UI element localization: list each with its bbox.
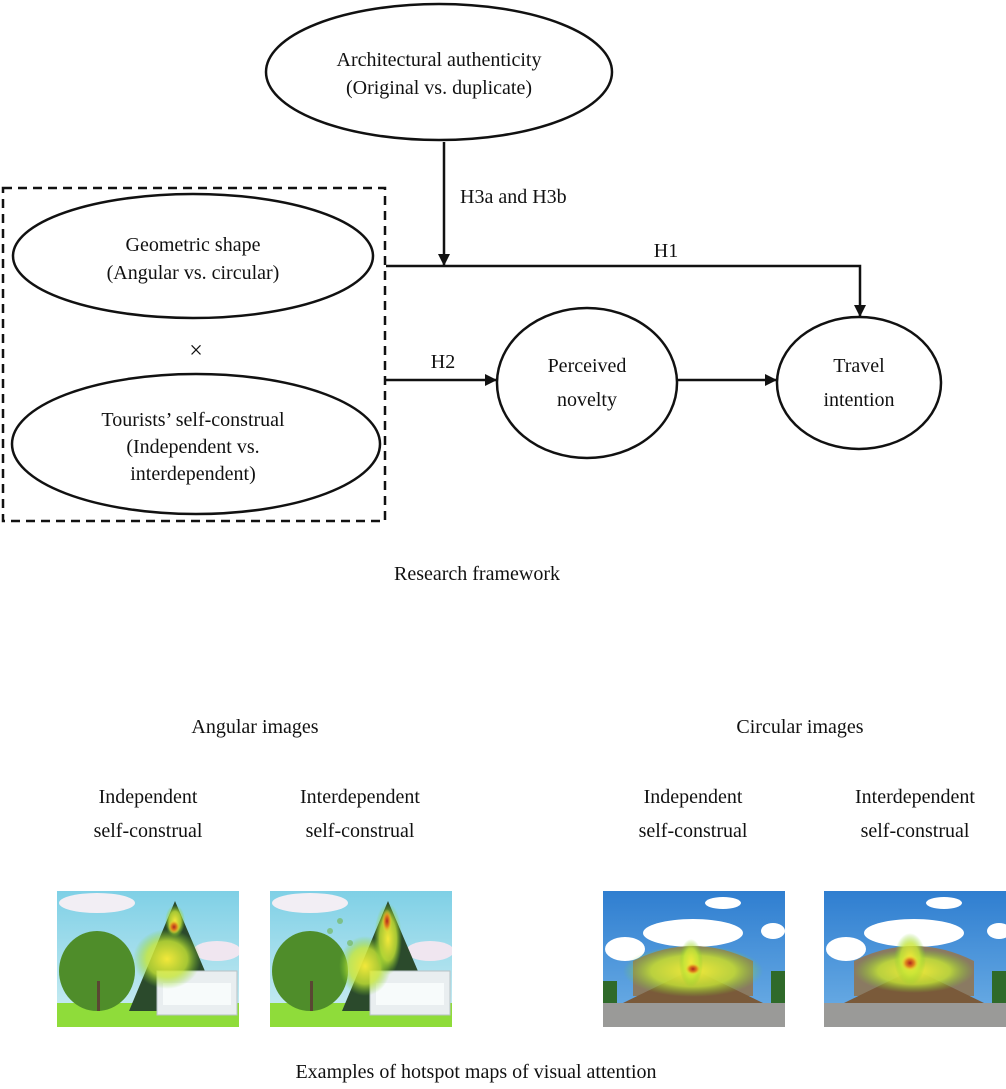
label-angular-interdependent: Interdependent self-construal <box>280 780 440 848</box>
node-travel-intention-line1: Travel <box>833 355 885 377</box>
node-travel-intention-line2: intention <box>823 389 894 411</box>
framework-caption: Research framework <box>394 563 560 585</box>
node-geometric-shape: Geometric shape (Angular vs. circular) <box>11 192 375 320</box>
label-line1: Independent <box>643 786 743 808</box>
hotspot-image-circular-independent <box>603 891 785 1027</box>
label-h1: H1 <box>654 240 678 262</box>
hotspot-image-angular-independent <box>57 891 239 1027</box>
label-line1: Interdependent <box>300 786 420 808</box>
node-self-construal-line3: interdependent) <box>130 463 256 485</box>
node-perceived-novelty: Perceived novelty <box>495 306 679 460</box>
group-title-circular: Circular images <box>736 716 864 738</box>
label-line2: self-construal <box>93 820 203 842</box>
label-h3: H3a and H3b <box>460 186 567 208</box>
node-self-construal-line2: (Independent vs. <box>126 436 259 458</box>
interaction-symbol: × <box>189 338 203 364</box>
label-line2: self-construal <box>860 820 970 842</box>
node-self-construal: Tourists’ self-construal (Independent vs… <box>10 372 382 516</box>
label-h2: H2 <box>431 351 455 373</box>
label-circular-interdependent: Interdependent self-construal <box>835 780 995 848</box>
label-line1: Interdependent <box>855 786 975 808</box>
node-perceived-novelty-line1: Perceived <box>548 355 627 377</box>
node-architectural-authenticity: Architectural authenticity (Original vs.… <box>264 2 614 142</box>
research-framework-diagram: Architectural authenticity (Original vs.… <box>1 2 943 585</box>
label-angular-independent: Independent self-construal <box>68 780 228 848</box>
node-perceived-novelty-line2: novelty <box>557 389 617 411</box>
label-line1: Independent <box>98 786 198 808</box>
label-line2: self-construal <box>305 820 415 842</box>
label-line2: self-construal <box>638 820 748 842</box>
node-travel-intention: Travel intention <box>775 315 943 451</box>
node-self-construal-line1: Tourists’ self-construal <box>101 409 285 431</box>
node-authenticity-line2: (Original vs. duplicate) <box>346 77 532 99</box>
group-title-angular: Angular images <box>191 716 319 738</box>
hotspot-caption: Examples of hotspot maps of visual atten… <box>295 1061 657 1083</box>
independent-variables-box <box>1 186 387 523</box>
arrow-h1 <box>386 264 866 317</box>
node-authenticity-line1: Architectural authenticity <box>337 49 542 71</box>
hotspot-image-circular-interdependent <box>824 891 1006 1027</box>
node-geometric-shape-line2: (Angular vs. circular) <box>107 262 280 284</box>
hotspot-image-angular-interdependent <box>270 891 452 1027</box>
node-geometric-shape-line1: Geometric shape <box>126 234 261 256</box>
label-circular-independent: Independent self-construal <box>613 780 773 848</box>
